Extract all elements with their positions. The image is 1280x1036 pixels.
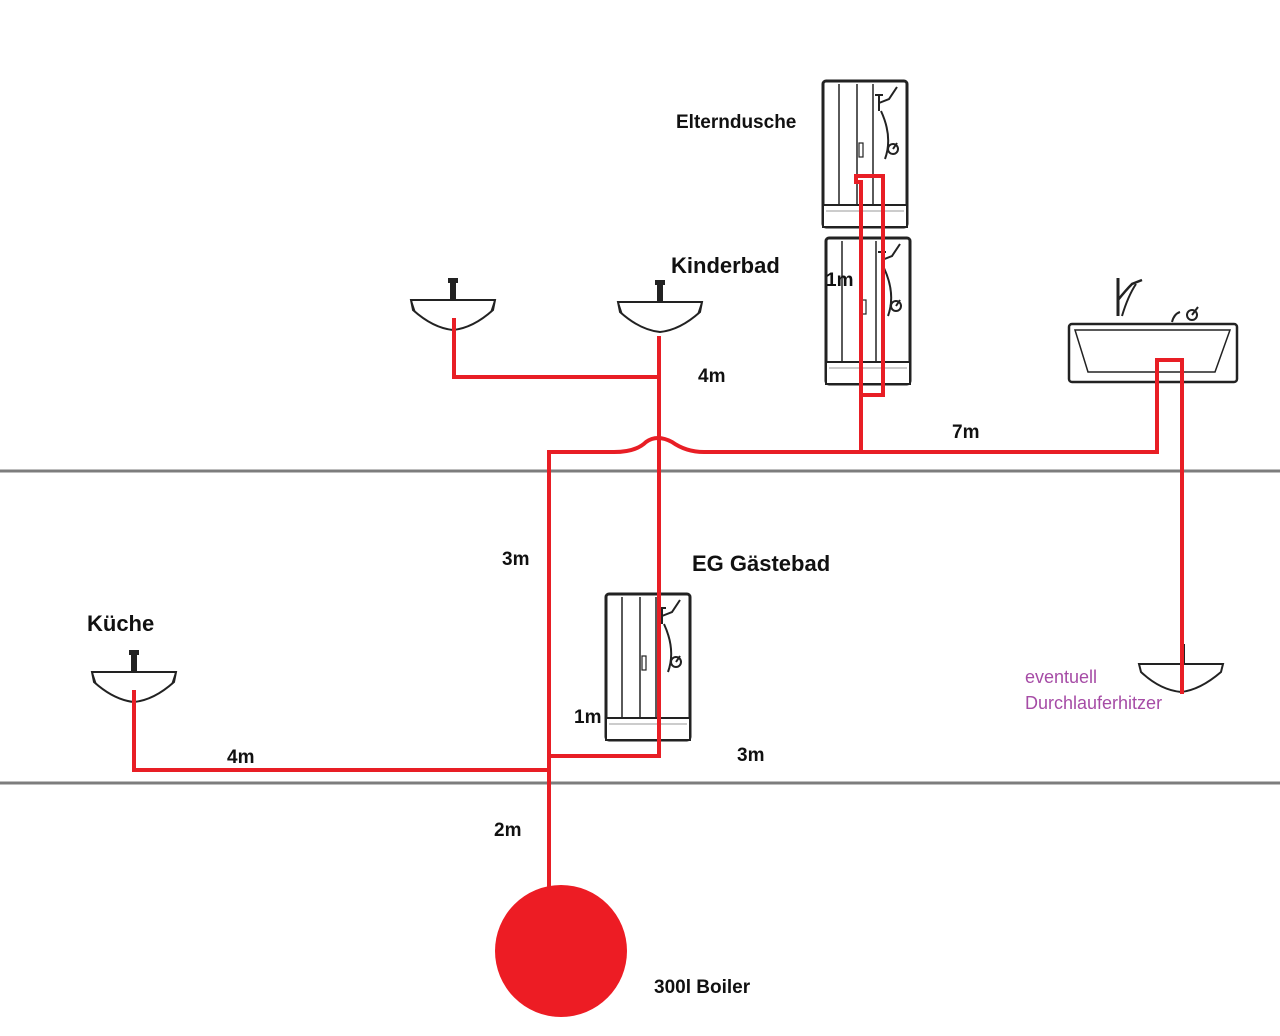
length-lower-main-right: 3m xyxy=(737,745,765,766)
label-elterndusche: Elterndusche xyxy=(676,112,797,133)
label-boiler: 300l Boiler xyxy=(654,977,751,998)
length-gaestebad-branch: 1m xyxy=(574,707,602,728)
note-line-2: Durchlauferhitzer xyxy=(1025,693,1163,713)
length-boiler-riser: 2m xyxy=(494,820,522,841)
shower-eg-gaestebad xyxy=(604,592,692,742)
label-eg-gaestebad: EG Gästebad xyxy=(692,551,831,576)
length-kinderbad-branch: 4m xyxy=(698,366,726,387)
label-kueche: Küche xyxy=(87,611,155,636)
bathtub xyxy=(1067,278,1239,384)
length-riser-upper: 3m xyxy=(502,549,530,570)
shower-elterndusche xyxy=(821,79,909,229)
boiler-tank xyxy=(495,885,627,1017)
pipe-network xyxy=(132,174,1184,888)
note-line-1: eventuell xyxy=(1025,667,1098,687)
note-durchlauferhitzer: eventuell Durchlauferhitzer xyxy=(1025,664,1162,716)
shower-kinderbad xyxy=(824,236,912,386)
length-elterndusche-riser: 1m xyxy=(826,270,854,291)
length-kueche-branch: 4m xyxy=(227,747,255,768)
sink-kinderbad-right xyxy=(617,279,703,333)
length-upper-main: 7m xyxy=(952,422,980,443)
label-kinderbad: Kinderbad xyxy=(671,253,780,278)
